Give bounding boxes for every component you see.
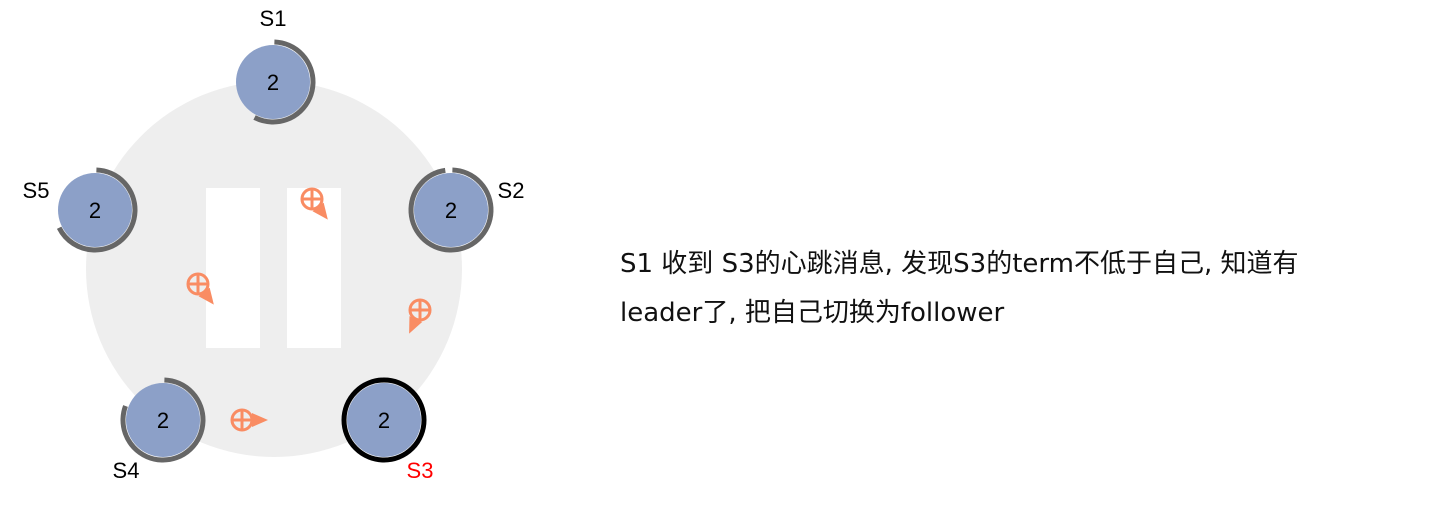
message-arrow [409, 316, 423, 334]
node-label: S5 [23, 178, 50, 203]
caption-line-1: S1 收到 S3的心跳消息, 发现S3的term不低于自己, 知道有 [620, 249, 1299, 279]
caption: S1 收到 S3的心跳消息, 发现S3的term不低于自己, 知道有 leade… [620, 240, 1420, 338]
node-circle [58, 173, 132, 247]
heartbeat-message-icon [186, 272, 214, 305]
node-term: 2 [445, 198, 457, 223]
node-label: S4 [113, 458, 140, 483]
election-timer-arc [120, 377, 206, 463]
message-arrow [252, 413, 268, 427]
node-s2[interactable]: 2 S2 [408, 167, 525, 253]
election-timer-arc [52, 167, 138, 253]
node-term: 2 [267, 70, 279, 95]
node-label: S1 [260, 6, 287, 31]
message-arrow [198, 287, 214, 305]
cluster-background [86, 81, 462, 457]
heartbeat-message-icon [408, 298, 432, 334]
node-s5[interactable]: 2 S5 [23, 167, 138, 253]
node-circle [236, 45, 310, 119]
caption-line-2: leader了, 把自己切换为follower [620, 298, 1005, 328]
node-circle [126, 383, 200, 457]
partition-bar-left [206, 188, 260, 348]
node-term: 2 [157, 408, 169, 433]
node-circle [414, 173, 488, 247]
node-s4[interactable]: 2S4 [113, 377, 206, 483]
node-term: 2 [378, 408, 390, 433]
node-s3[interactable]: 2S3 [341, 377, 434, 483]
node-term: 2 [89, 198, 101, 223]
leader-ring [341, 377, 427, 463]
node-circle [347, 383, 421, 457]
node-label: S3 [407, 458, 434, 483]
heartbeat-message-icon [230, 408, 268, 432]
partition-bar-right [287, 188, 341, 348]
message-arrow [312, 202, 328, 220]
heartbeat-message-icon [300, 187, 328, 220]
node-label: S2 [498, 178, 525, 203]
